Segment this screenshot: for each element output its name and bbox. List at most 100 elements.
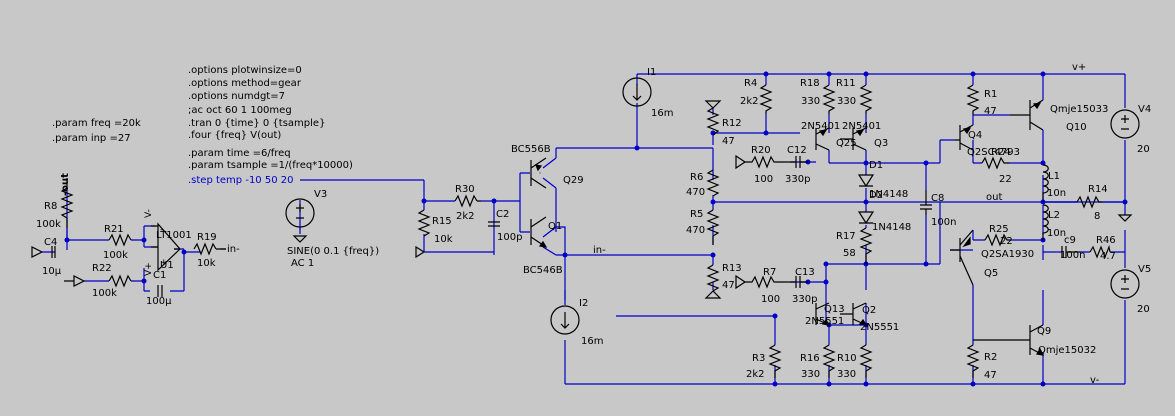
svg-text:330p: 330p — [792, 294, 817, 305]
transistor-q29[interactable]: BC556B Q29 — [511, 144, 584, 189]
svg-text:330: 330 — [801, 369, 820, 380]
svg-text:SINE(0 0.1 {freq}): SINE(0 0.1 {freq}) — [287, 246, 379, 257]
directive-param-time[interactable]: .param time =6/freq — [188, 148, 291, 159]
svg-text:C1: C1 — [153, 270, 166, 281]
directive-param-tsample[interactable]: .param tsample =1/(freq*10000) — [188, 160, 353, 171]
resistor-r24[interactable]: R24 22 — [981, 147, 1012, 185]
svg-text:R7: R7 — [763, 267, 776, 278]
svg-text:R15: R15 — [432, 216, 452, 227]
resistor-r6[interactable]: R6 470 — [686, 169, 720, 198]
svg-text:BC556B: BC556B — [511, 144, 551, 155]
svg-text:2k2: 2k2 — [456, 211, 475, 222]
svg-text:R12: R12 — [722, 118, 742, 129]
svg-text:Q3: Q3 — [874, 138, 888, 149]
svg-text:Q10: Q10 — [1066, 122, 1087, 133]
directive-step[interactable]: .step temp -10 50 20 — [188, 175, 293, 186]
directive-option-1[interactable]: .options plotwinsize=0 — [188, 65, 302, 76]
capacitor-c9[interactable]: c9 100n — [1060, 235, 1085, 261]
capacitor-c13[interactable]: C13 330p — [785, 267, 817, 305]
inductor-l1[interactable]: L1 10n — [1042, 164, 1066, 200]
resistor-r19[interactable]: R19 10k — [193, 232, 226, 269]
transistor-q9[interactable]: Q9 Qmje15032 — [973, 324, 1096, 356]
svg-text:47: 47 — [722, 280, 735, 291]
diode-d2[interactable]: D2 1N4148 — [857, 190, 911, 233]
resistor-r2[interactable]: R2 47 — [966, 344, 997, 381]
resistor-r3[interactable]: R3 2k2 — [746, 344, 782, 380]
resistor-r20[interactable]: R20 100 — [735, 145, 785, 185]
resistor-r25[interactable]: R25 22 — [984, 224, 1013, 247]
svg-text:R21: R21 — [104, 224, 124, 235]
opamp-u1[interactable]: - + LT1001 U1 V- V+ — [144, 209, 192, 276]
svg-text:330: 330 — [837, 369, 856, 380]
resistor-r7[interactable]: R7 100 — [735, 267, 785, 305]
svg-text:D2: D2 — [869, 190, 883, 201]
svg-text:V-: V- — [144, 209, 154, 218]
svg-text:R5: R5 — [690, 209, 703, 220]
transistor-q25[interactable]: 2N5401 Q25 — [801, 121, 857, 151]
potentiometer-r15[interactable]: R15 10k — [415, 209, 453, 259]
potentiometer-r13[interactable]: R13 47 — [704, 263, 742, 299]
transistor-q13[interactable]: Q13 2N5551 — [805, 302, 845, 327]
potentiometer-r12[interactable]: R12 47 — [704, 100, 742, 147]
capacitor-c8[interactable]: C8 100n — [920, 190, 956, 228]
resistor-r16[interactable]: R16 330 — [800, 344, 836, 380]
transistor-q3[interactable]: 2N5401 Q3 — [840, 121, 888, 151]
directive-param-inp[interactable]: .param inp =27 — [52, 133, 131, 144]
transistor-q5[interactable]: Q2SA1930 Q5 — [950, 229, 1034, 286]
transistor-q2[interactable]: Q2 2N5551 — [840, 302, 899, 333]
resistor-r10[interactable]: R10 330 — [837, 344, 873, 380]
svg-text:R1: R1 — [984, 89, 997, 100]
resistor-r8[interactable]: R8 100k — [36, 178, 74, 240]
directive-tran[interactable]: .tran 0 {time} 0 {tsample} — [188, 118, 325, 129]
svg-text:100µ: 100µ — [146, 296, 172, 307]
resistor-r46[interactable]: R46 4.7 — [1089, 235, 1116, 262]
capacitor-c2[interactable]: C2 100p — [488, 209, 522, 243]
svg-text:R30: R30 — [455, 184, 475, 195]
resistor-r4[interactable]: R4 2k2 — [740, 78, 773, 114]
directive-option-2[interactable]: .options method=gear — [188, 78, 302, 89]
resistor-r17[interactable]: R17 58 — [836, 227, 873, 264]
capacitor-c1[interactable]: C1 100µ — [146, 270, 172, 307]
directive-ac[interactable]: ;ac oct 60 1 100meg — [188, 105, 292, 116]
net-label-vplus: v+ — [1072, 62, 1086, 73]
capacitor-c12[interactable]: C12 330p — [785, 145, 810, 185]
svg-text:4.7: 4.7 — [1100, 251, 1116, 262]
transistor-q1[interactable]: Q1 BC546B — [523, 216, 563, 276]
capacitor-c4[interactable]: C4 10µ — [31, 237, 62, 277]
current-source-i2[interactable]: I2 16m — [550, 290, 603, 347]
svg-text:330p: 330p — [785, 174, 810, 185]
svg-text:2N5551: 2N5551 — [860, 322, 899, 333]
inductor-l2[interactable]: L2 10n — [1042, 204, 1066, 240]
resistor-r18[interactable]: R18 330 — [800, 78, 836, 114]
resistor-r21[interactable]: R21 100k — [103, 224, 132, 261]
svg-text:L1: L1 — [1048, 171, 1060, 182]
current-source-i1[interactable]: I1 16m — [622, 67, 673, 119]
resistor-r14[interactable]: R14 8 — [1076, 184, 1108, 222]
svg-text:10k: 10k — [434, 234, 453, 245]
resistor-r22[interactable]: R22 100k — [64, 263, 132, 299]
directive-option-3[interactable]: .options numdgt=7 — [188, 91, 285, 102]
transistor-q10[interactable]: Qmje15033 Q10 — [1010, 99, 1108, 133]
resistor-r11[interactable]: R11 330 — [836, 78, 873, 114]
svg-text:R22: R22 — [92, 263, 112, 274]
svg-text:LT1001: LT1001 — [156, 230, 192, 241]
svg-text:C13: C13 — [795, 267, 815, 278]
svg-text:2N5551: 2N5551 — [805, 316, 844, 327]
directive-four[interactable]: .four {freq} V(out) — [188, 130, 281, 141]
svg-text:R6: R6 — [690, 172, 703, 183]
resistor-r5[interactable]: R5 470 — [686, 209, 720, 245]
svg-text:R8: R8 — [44, 201, 57, 212]
transistor-q4[interactable]: Q4 Q2SC4793 — [955, 124, 1020, 158]
directive-param-freq[interactable]: .param freq =20k — [52, 118, 141, 129]
svg-text:Q5: Q5 — [984, 268, 998, 279]
resistor-r1[interactable]: R1 47 — [966, 84, 997, 117]
svg-text:10µ: 10µ — [42, 266, 62, 277]
svg-text:R25: R25 — [989, 224, 1009, 235]
svg-text:330: 330 — [837, 96, 856, 107]
voltage-source-v4[interactable]: V4 20 — [1110, 104, 1151, 155]
voltage-source-v5[interactable]: V5 20 — [1110, 264, 1151, 315]
resistor-r30[interactable]: R30 2k2 — [454, 184, 481, 222]
diode-d1[interactable]: D1 1N4148 — [857, 160, 908, 200]
voltage-source-v3[interactable]: V3 SINE(0 0.1 {freq}) AC 1 — [285, 189, 379, 269]
